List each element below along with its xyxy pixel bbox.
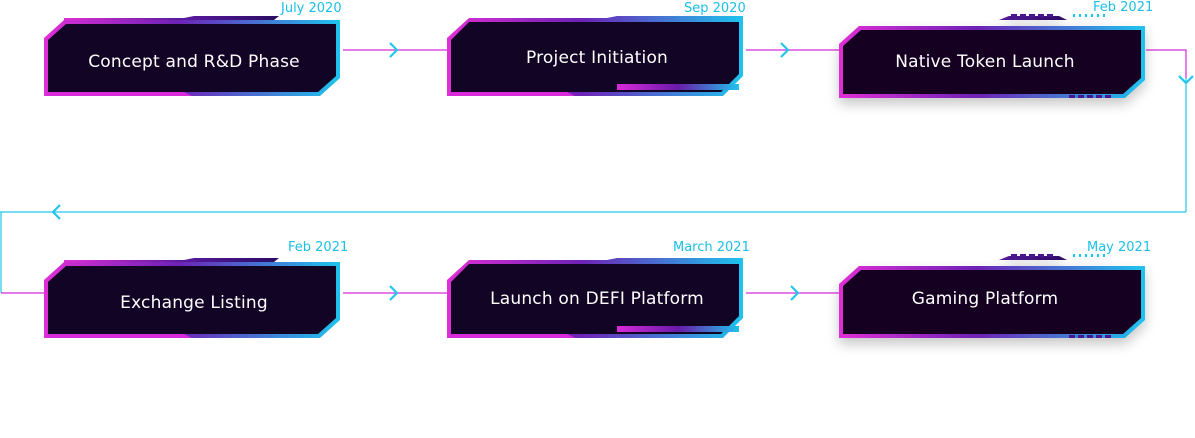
chevron-left-icon bbox=[51, 204, 61, 220]
chevron-right-icon bbox=[780, 42, 790, 58]
milestone-card: Launch on DEFI Platform bbox=[447, 258, 747, 338]
chevron-right-icon bbox=[389, 42, 399, 58]
chevron-right-icon bbox=[389, 285, 399, 301]
milestone-label: Concept and R&D Phase bbox=[88, 52, 300, 72]
milestone-date: May 2021 bbox=[1087, 240, 1152, 255]
milestone-card: Native Token Launch bbox=[839, 14, 1145, 98]
milestone-date: Feb 2021 bbox=[288, 240, 349, 255]
milestone-label: Native Token Launch bbox=[895, 52, 1075, 72]
milestone-label: Gaming Platform bbox=[911, 289, 1059, 309]
milestone-card: Concept and R&D Phase bbox=[44, 16, 344, 96]
milestone-label: Launch on DEFI Platform bbox=[490, 289, 704, 309]
milestone-card: Project Initiation bbox=[447, 16, 747, 96]
chevron-down-icon bbox=[1178, 75, 1194, 85]
connector-line bbox=[1146, 49, 1187, 78]
milestone-card: Exchange Listing bbox=[44, 258, 344, 338]
milestone-label: Project Initiation bbox=[525, 48, 669, 68]
milestone-date: July 2020 bbox=[281, 1, 342, 16]
milestone-date: March 2021 bbox=[673, 240, 750, 255]
milestone-date: Sep 2020 bbox=[684, 1, 746, 16]
chevron-right-icon bbox=[790, 285, 800, 301]
milestone-date: Feb 2021 bbox=[1093, 0, 1154, 15]
milestone-card: Gaming Platform bbox=[839, 254, 1145, 338]
milestone-label: Exchange Listing bbox=[120, 293, 268, 313]
